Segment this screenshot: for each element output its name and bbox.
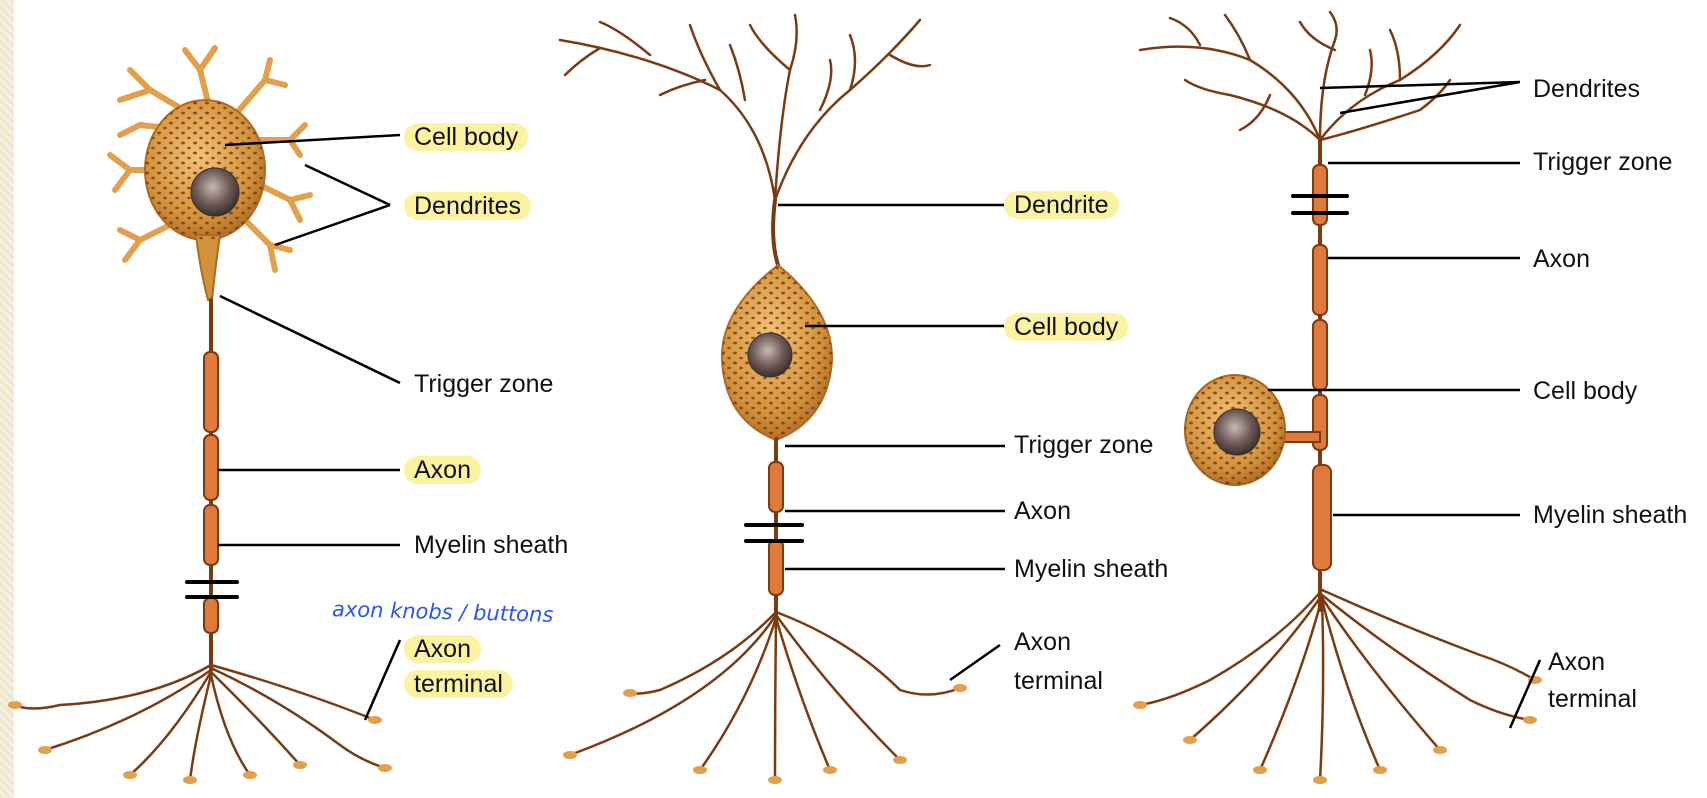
label-middle-axon-terminal-2: terminal	[1014, 666, 1103, 696]
label-right-myelin-sheath: Myelin sheath	[1533, 500, 1687, 530]
label-right-dendrites: Dendrites	[1533, 74, 1640, 104]
neuron-middle	[560, 15, 967, 784]
left-axon-terminals	[15, 665, 385, 780]
label-left-cell-body: Cell body	[414, 122, 528, 152]
label-right-trigger-zone: Trigger zone	[1533, 147, 1672, 177]
label-middle-myelin-sheath: Myelin sheath	[1014, 554, 1168, 584]
right-axon-terminals	[1140, 590, 1535, 780]
middle-dendrites	[560, 15, 930, 200]
label-left-dendrites: Dendrites	[414, 191, 531, 221]
label-right-axon: Axon	[1533, 244, 1590, 274]
right-dendrites	[1140, 12, 1460, 140]
middle-leader-lines	[778, 205, 1005, 680]
neuron-left	[8, 48, 392, 784]
label-left-axon: Axon	[414, 455, 481, 485]
label-left-myelin-sheath: Myelin sheath	[414, 530, 568, 560]
right-leader-lines	[1268, 82, 1540, 728]
label-left-axon-terminal-1: Axon	[414, 634, 481, 664]
label-middle-cell-body: Cell body	[1014, 312, 1128, 342]
label-middle-axon-terminal-1: Axon	[1014, 627, 1071, 657]
label-middle-trigger-zone: Trigger zone	[1014, 430, 1153, 460]
label-left-axon-terminal-2: terminal	[414, 669, 513, 699]
label-right-axon-terminal-2: terminal	[1548, 684, 1637, 714]
label-right-axon-terminal-1: Axon	[1548, 647, 1605, 677]
neuron-right	[1133, 12, 1542, 784]
label-middle-dendrite: Dendrite	[1014, 190, 1119, 220]
label-right-cell-body: Cell body	[1533, 376, 1637, 406]
label-middle-axon: Axon	[1014, 496, 1071, 526]
label-left-trigger-zone: Trigger zone	[414, 369, 553, 399]
